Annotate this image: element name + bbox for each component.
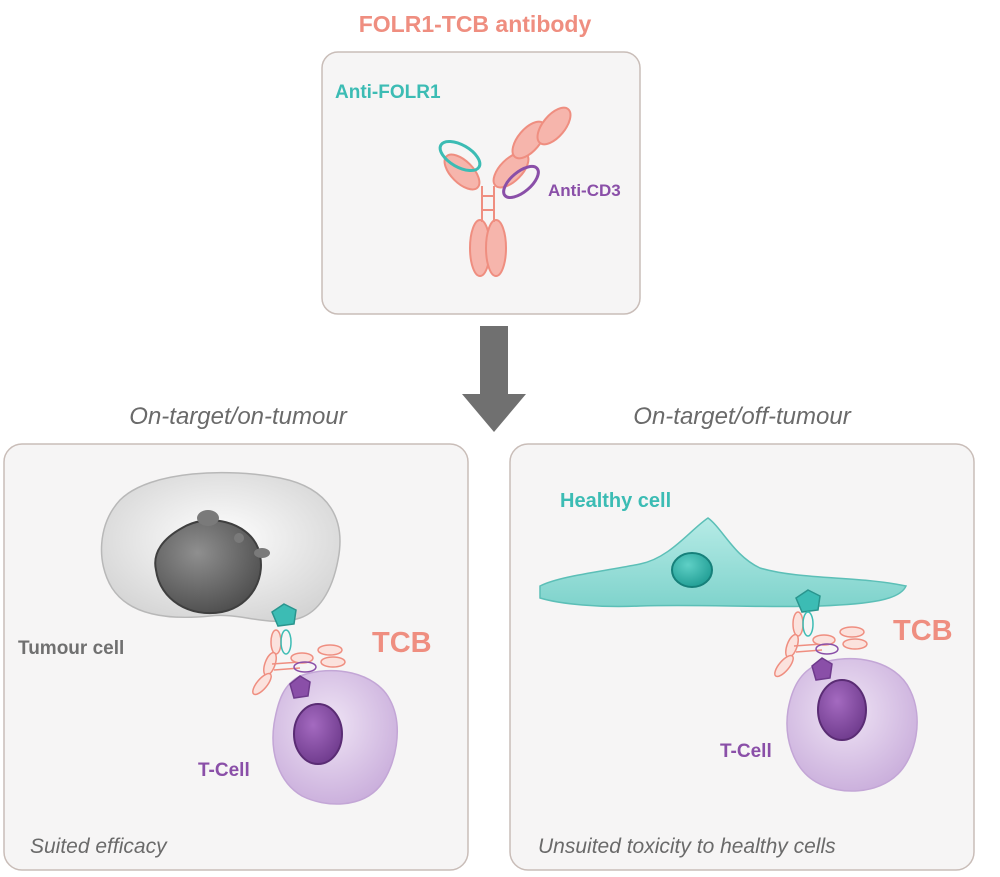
tcb-bridge-icon [252, 603, 346, 699]
t-cell-label: T-Cell [198, 760, 250, 781]
t-cell-label: T-Cell [720, 741, 772, 762]
left-panel-caption: Suited efficacy [30, 835, 168, 858]
anti-cd3-label: Anti-CD3 [548, 181, 621, 200]
left-panel-heading: On-target/on-tumour [129, 403, 347, 430]
left-tcb-label: TCB [372, 627, 432, 659]
t-cell-icon [786, 657, 918, 792]
right-tcb-label: TCB [893, 615, 953, 647]
anti-folr1-label: Anti-FOLR1 [335, 82, 441, 103]
right-panel-caption: Unsuited toxicity to healthy cells [538, 835, 836, 858]
t-cell-icon [272, 669, 398, 805]
right-panel-heading: On-target/off-tumour [633, 403, 851, 430]
tcb-antibody-icon [438, 106, 572, 277]
healthy-cell-label: Healthy cell [560, 490, 671, 512]
healthy-cell-icon [539, 517, 908, 608]
tumour-cell-label: Tumour cell [18, 638, 124, 659]
tumour-cell-icon [100, 471, 341, 622]
diagram-title: FOLR1-TCB antibody [359, 11, 592, 37]
down-arrow-icon [462, 326, 526, 432]
tcb-bridge-icon [774, 589, 868, 681]
